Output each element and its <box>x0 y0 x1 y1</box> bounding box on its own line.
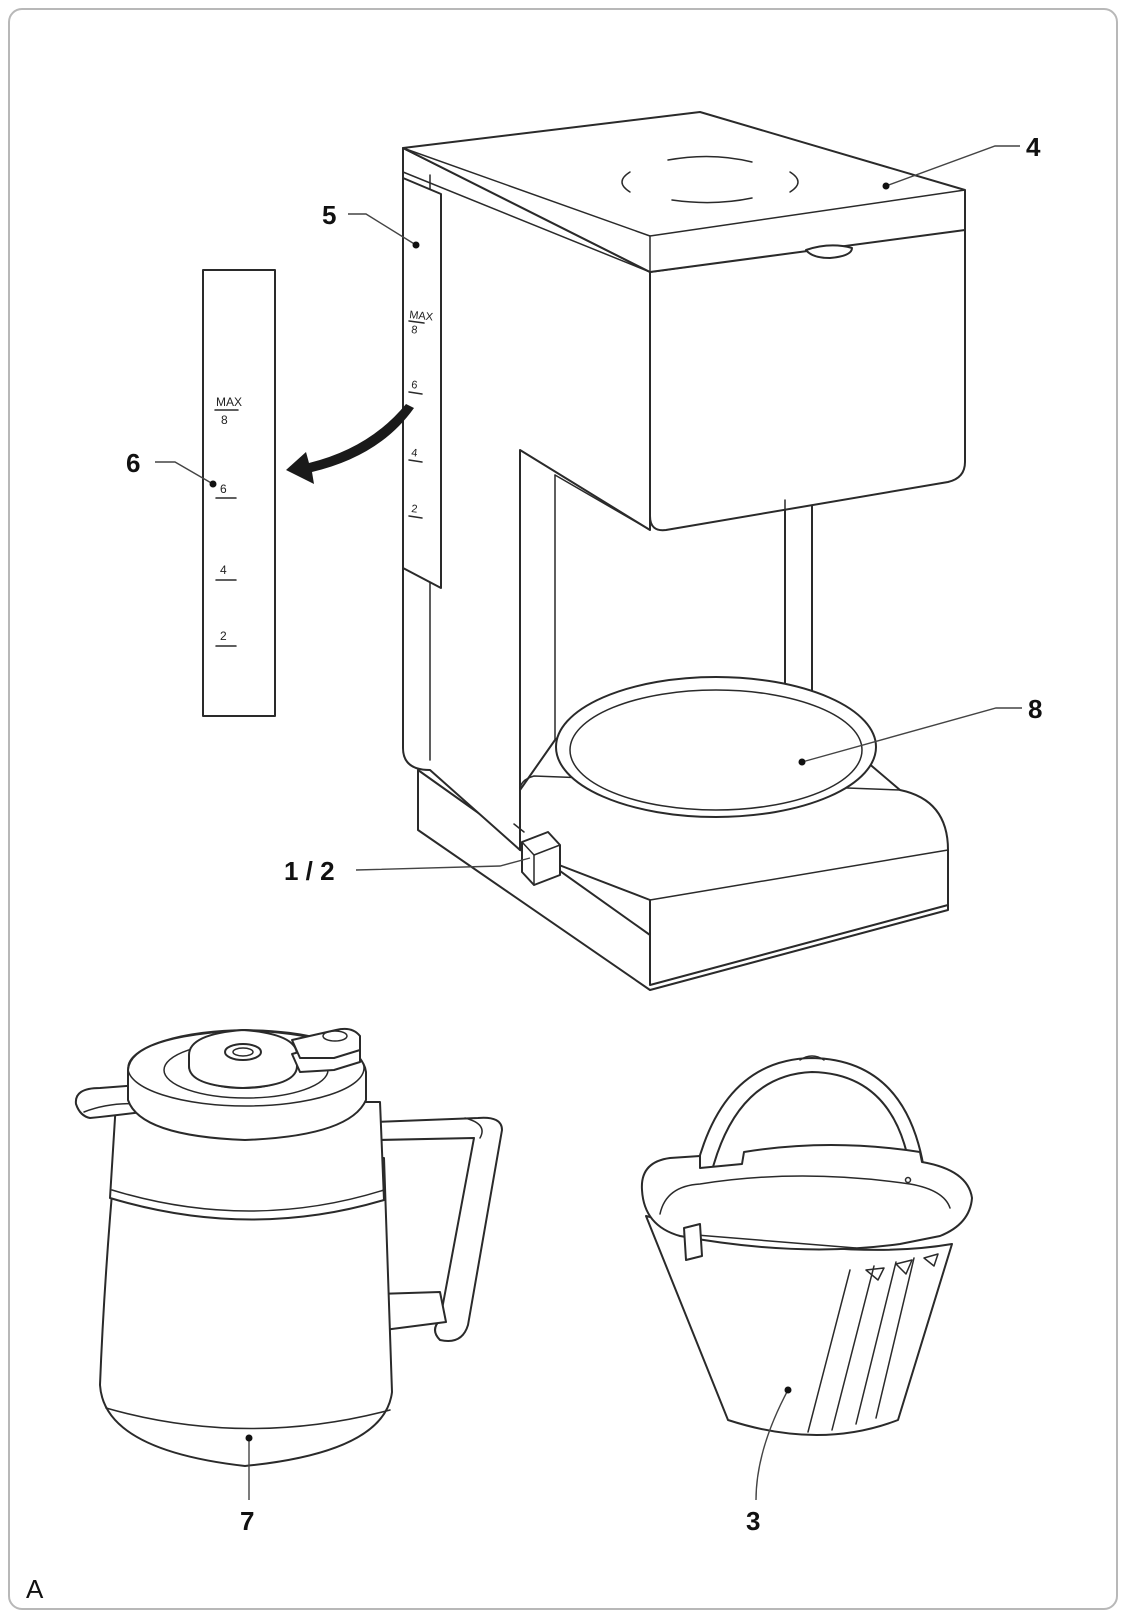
callout-8-label: 8 <box>1028 694 1042 724</box>
svg-text:4: 4 <box>411 447 418 460</box>
callout-6: 6 <box>126 448 217 488</box>
scale-max-label: MAX <box>216 395 242 409</box>
callout-7: 7 <box>240 1434 254 1536</box>
thermal-jug <box>74 1027 503 1467</box>
svg-text:MAX: MAX <box>409 309 435 323</box>
callout-8: 8 <box>798 694 1042 766</box>
tank-window-scale: MAX 8 6 4 2 <box>408 309 435 519</box>
callout-5-label: 5 <box>322 200 336 230</box>
figure-letter: A <box>26 1574 44 1604</box>
callout-5: 5 <box>322 200 420 249</box>
callout-3: 3 <box>746 1386 792 1536</box>
scale-max-value: 8 <box>221 413 228 427</box>
callout-1-2-label: 1 / 2 <box>284 856 335 886</box>
callout-6-label: 6 <box>126 448 140 478</box>
callout-1-2: 1 / 2 <box>284 856 531 886</box>
callout-4-label: 4 <box>1026 132 1041 162</box>
callout-4: 4 <box>882 132 1041 190</box>
svg-text:6: 6 <box>411 379 418 392</box>
svg-text:8: 8 <box>411 324 418 337</box>
scale-mark-2: 2 <box>220 629 227 643</box>
curved-arrow-icon <box>286 404 414 484</box>
svg-text:2: 2 <box>411 503 418 516</box>
callout-7-label: 7 <box>240 1506 254 1536</box>
filter-holder <box>640 1055 973 1436</box>
water-level-scale: MAX 8 6 4 2 <box>202 269 276 717</box>
scale-mark-6: 6 <box>220 482 227 496</box>
coffee-maker: MAX 8 6 4 2 <box>402 111 966 991</box>
callout-3-label: 3 <box>746 1506 760 1536</box>
scale-mark-4: 4 <box>220 563 227 577</box>
